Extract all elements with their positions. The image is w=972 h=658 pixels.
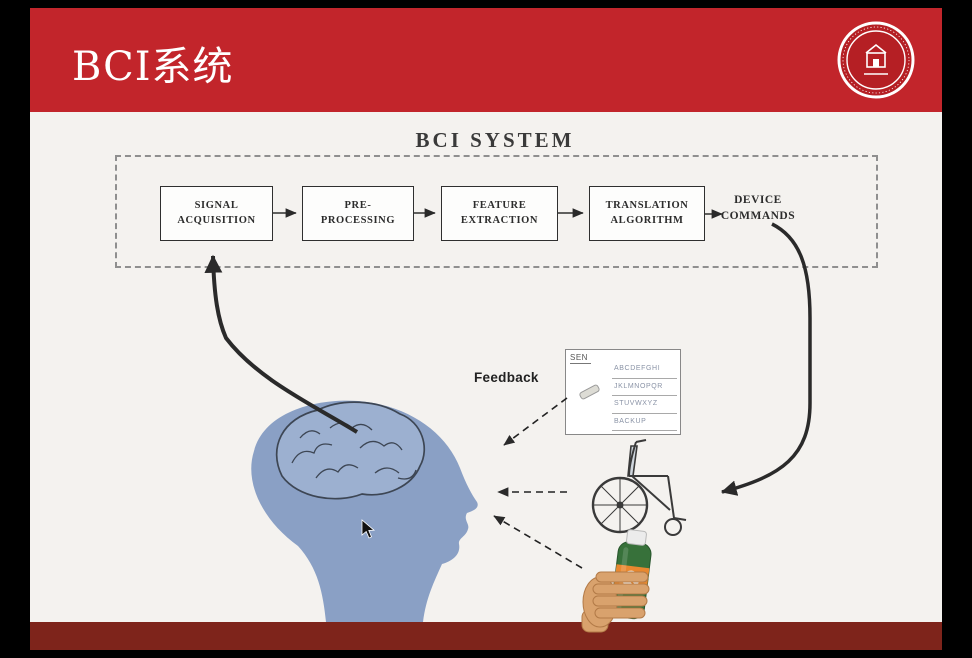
slide-footer-bar (30, 622, 942, 650)
bci-system-boundary (115, 155, 878, 268)
diagram-title: BCI SYSTEM (415, 128, 575, 152)
pencil-icon (578, 383, 601, 401)
speller-row: BACKUP (612, 414, 677, 431)
flow-box-signal-acquisition: SIGNAL ACQUISITION (160, 186, 273, 241)
speller-row: STUVWXYZ (612, 396, 677, 414)
arrow-brain-to-signal-acquisition (204, 254, 359, 434)
flow-box-translation-algorithm: TRANSLATION ALGORITHM (589, 186, 705, 241)
slide-header-bar: BCI系统 (30, 8, 942, 112)
speller-row: JKLMNOPQR (612, 379, 677, 396)
device-commands-line2: COMMANDS (720, 209, 796, 222)
speller-label: SEN (570, 353, 591, 364)
speller-rows: ABCDEFGHI JKLMNOPQR STUVWXYZ BACKUP (612, 361, 677, 431)
wheelchair-icon (591, 439, 687, 536)
human-head-profile-icon (251, 400, 478, 622)
mouse-cursor-icon (361, 519, 376, 539)
device-commands-label: DEVICE COMMANDS (704, 193, 812, 224)
speller-device: SEN ABCDEFGHI JKLMNOPQR STUVWXYZ BACKUP (565, 349, 681, 435)
speller-row: ABCDEFGHI (612, 361, 677, 379)
slide-title: BCI系统 (72, 44, 234, 90)
brain-icon (275, 401, 425, 500)
presentation-slide: BCI系统 BCI SYSTEM SIGNAL ACQUISITION PRE-… (30, 8, 942, 650)
device-commands-line1: DEVICE (734, 194, 782, 206)
hand-holding-bottle-icon (581, 529, 652, 633)
flow-box-pre-processing: PRE- PROCESSING (302, 186, 414, 241)
feedback-label: Feedback (474, 370, 539, 385)
hospital-seal-icon (837, 21, 915, 99)
flow-box-feature-extraction: FEATURE EXTRACTION (441, 186, 558, 241)
